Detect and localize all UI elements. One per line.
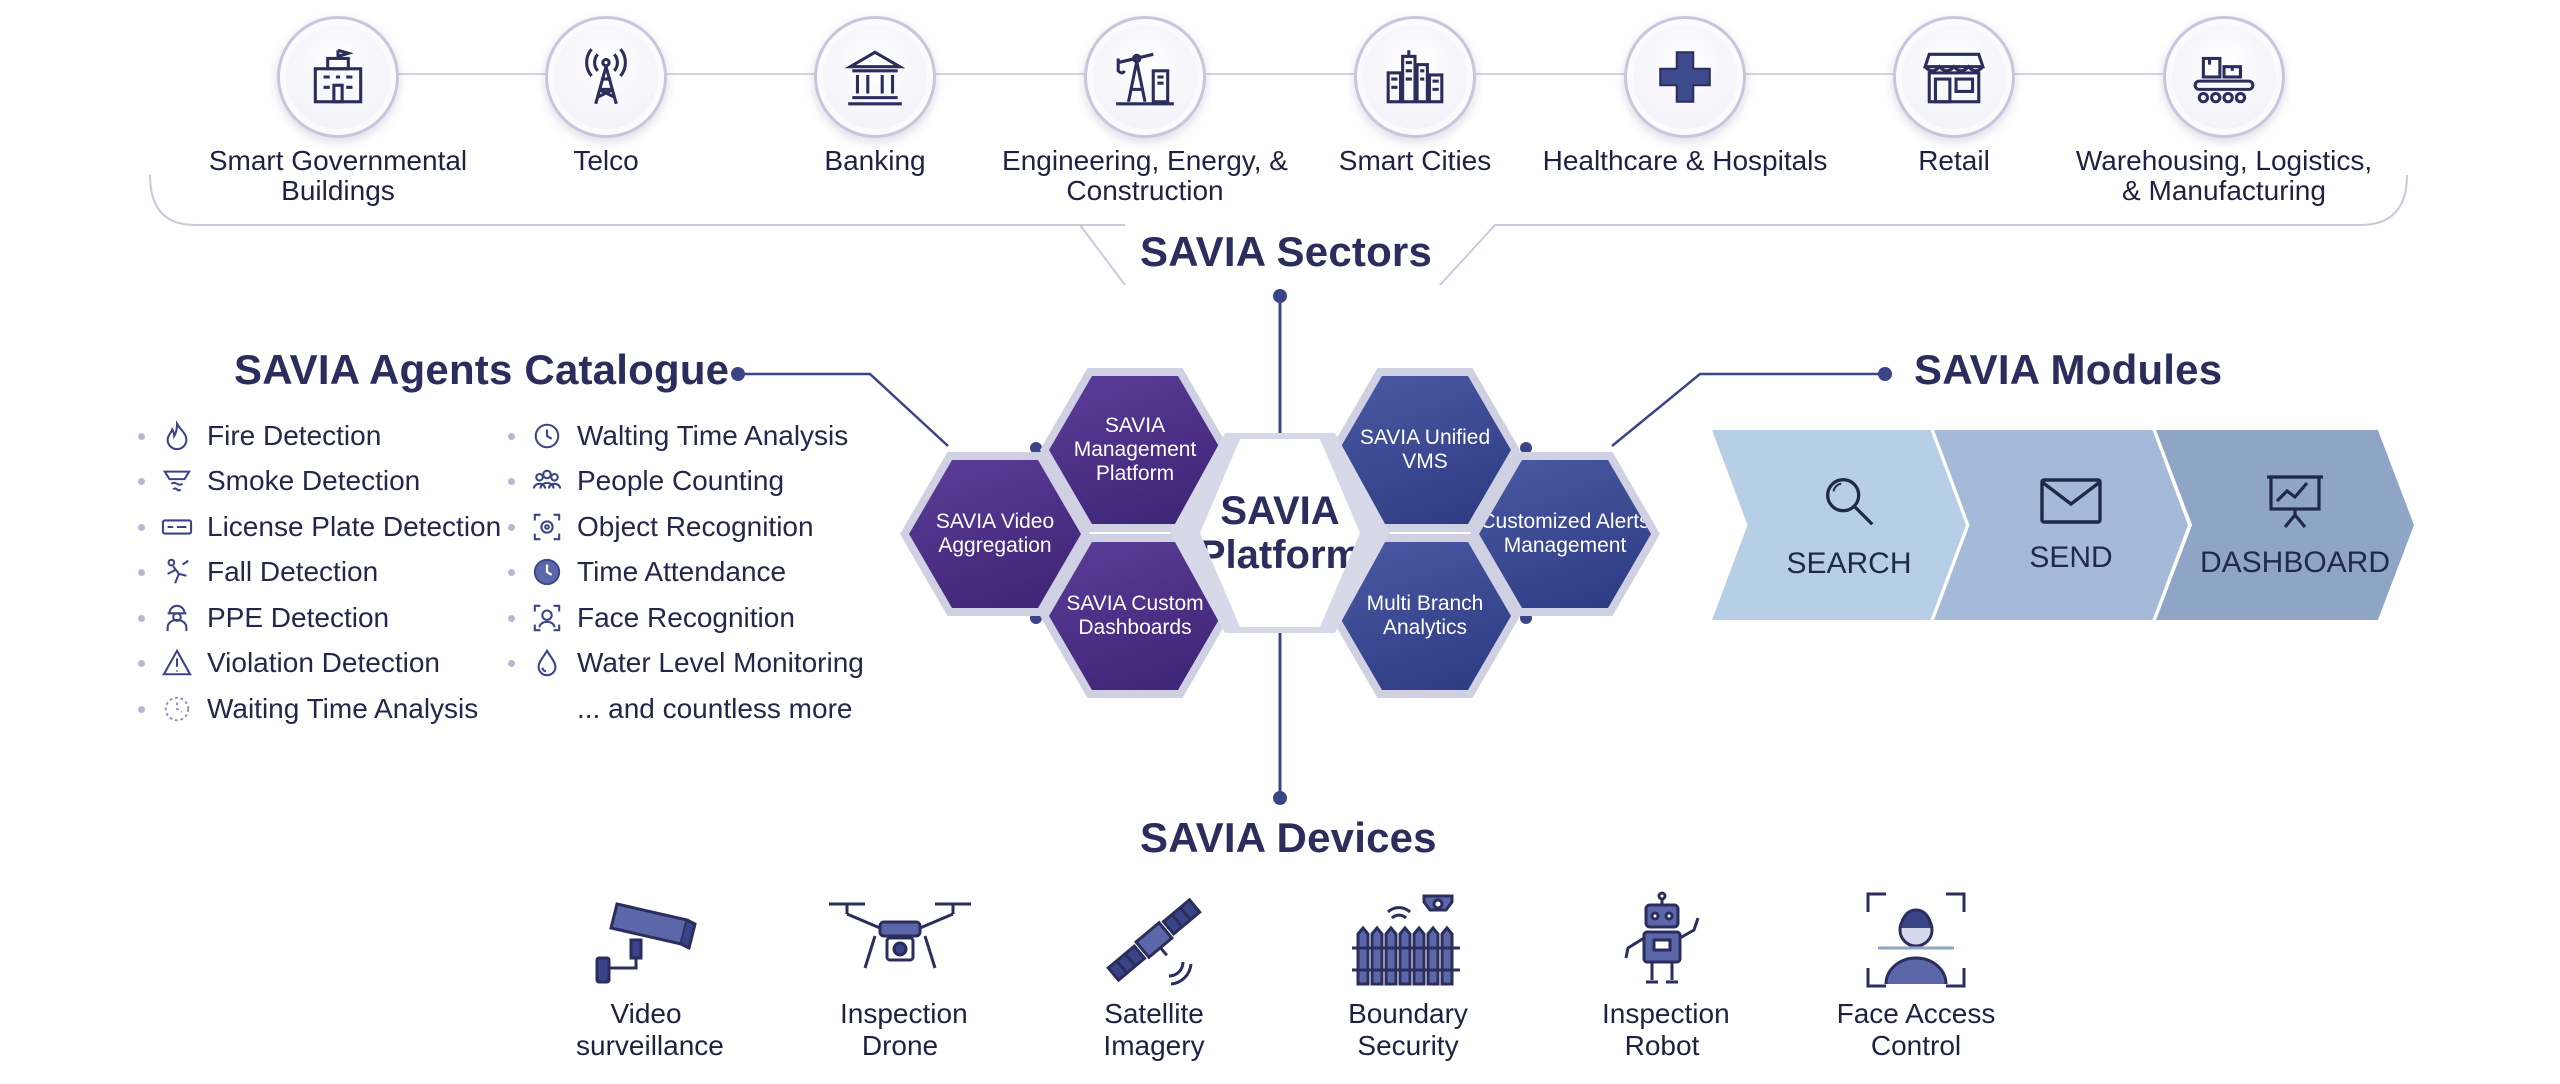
water-drop-icon	[537, 648, 557, 677]
people-group-icon	[532, 469, 562, 489]
agent-item: License Plate Detection	[138, 505, 501, 549]
medical-cross-icon	[1659, 51, 1711, 103]
sector-retail: Retail	[1804, 16, 2104, 176]
sector-label: Telco	[573, 145, 639, 176]
agent-item: Fire Detection	[138, 414, 381, 458]
sector-label: Smart Cities	[1338, 145, 1492, 176]
module-dashboard: DASHBOARD	[2156, 430, 2414, 620]
sector-label: Healthcare & Hospitals	[1542, 145, 1828, 176]
agents-title: SAVIA Agents Catalogue	[234, 346, 730, 393]
robot-icon	[1624, 891, 1700, 984]
device-face-access-control: Face Access Control	[1806, 880, 2026, 1062]
sector-warehousing-logistics-manufacturing: Warehousing, Logistics, & Manufacturing	[2074, 16, 2374, 206]
sector-label: Banking	[824, 145, 926, 176]
agent-item: Fall Detection	[138, 550, 378, 594]
city-skyline-icon	[1386, 50, 1444, 104]
government-building-icon	[313, 48, 363, 104]
bank-icon	[844, 50, 906, 106]
sector-engineering-energy-construction: Engineering, Energy, & Construction	[995, 16, 1295, 206]
object-scan-icon	[533, 513, 561, 541]
module-search: SEARCH	[1712, 430, 1966, 620]
worker-helmet-icon	[166, 604, 188, 632]
envelope-icon	[2040, 477, 2102, 524]
smoke-detector-icon	[162, 470, 192, 492]
agent-item: Violation Detection	[138, 641, 440, 685]
sector-smart-cities: Smart Cities	[1265, 16, 1565, 176]
drone-icon	[829, 902, 971, 969]
agent-item: Water Level Monitoring	[508, 641, 864, 685]
cctv-camera-icon	[595, 902, 697, 984]
clock-icon	[534, 423, 560, 449]
face-scan-icon	[533, 604, 561, 632]
oil-pump-icon	[1116, 52, 1174, 106]
agent-item: Smoke Detection	[138, 459, 420, 503]
module-send: SEND	[1934, 430, 2188, 620]
storefront-icon	[1922, 52, 1986, 104]
satellite-icon	[1106, 897, 1202, 986]
fence-camera-icon	[1352, 894, 1460, 986]
license-plate-icon	[161, 519, 193, 535]
hex-custom-dashboards: SAVIA Custom Dashboards	[1040, 534, 1230, 698]
device-boundary-security: Boundary Security	[1298, 880, 1518, 1062]
modules-title: SAVIA Modules	[1914, 346, 2223, 393]
presentation-board-icon	[2267, 474, 2323, 528]
agent-item: Face Recognition	[508, 596, 795, 640]
sectors-title: SAVIA Sectors	[1140, 228, 1433, 275]
sector-label: Smart Governmental Buildings	[208, 145, 468, 206]
falling-person-icon	[167, 558, 189, 584]
device-satellite-imagery: Satellite Imagery	[1044, 880, 1264, 1062]
face-access-icon	[1866, 892, 1966, 988]
sector-label: Retail	[1918, 145, 1990, 176]
sector-label: Engineering, Energy, & Construction	[1002, 145, 1288, 206]
sector-banking: Banking	[725, 16, 1025, 176]
sector-telco: Telco	[456, 16, 756, 176]
agent-item: Waiting Time Analysis	[138, 687, 478, 731]
device-inspection-robot: Inspection Robot	[1552, 880, 1772, 1062]
device-inspection-drone: Inspection Drone	[790, 880, 1010, 1062]
sector-smart-governmental-buildings: Smart Governmental Buildings	[188, 16, 488, 206]
agent-item: ... and countless more	[577, 693, 853, 724]
conveyor-belt-icon	[2193, 56, 2255, 104]
agent-item: Object Recognition	[508, 505, 814, 549]
flame-icon	[166, 421, 188, 451]
agent-item: People Counting	[508, 459, 784, 503]
warning-triangle-icon	[162, 648, 192, 676]
device-video-surveillance: Video surveillance	[536, 880, 756, 1062]
magnifier-icon	[1826, 477, 1874, 525]
telecom-tower-icon	[585, 48, 627, 105]
waiting-dots-icon	[164, 696, 190, 722]
sector-healthcare-hospitals: Healthcare & Hospitals	[1535, 16, 1835, 176]
clock-filled-icon	[533, 558, 561, 586]
agent-item: Walting Time Analysis	[508, 414, 848, 458]
agent-item: Time Attendance	[508, 550, 786, 594]
sector-label: Warehousing, Logistics, & Manufacturing	[2075, 145, 2373, 206]
agent-item: PPE Detection	[138, 596, 389, 640]
devices-title: SAVIA Devices	[1140, 814, 1437, 861]
